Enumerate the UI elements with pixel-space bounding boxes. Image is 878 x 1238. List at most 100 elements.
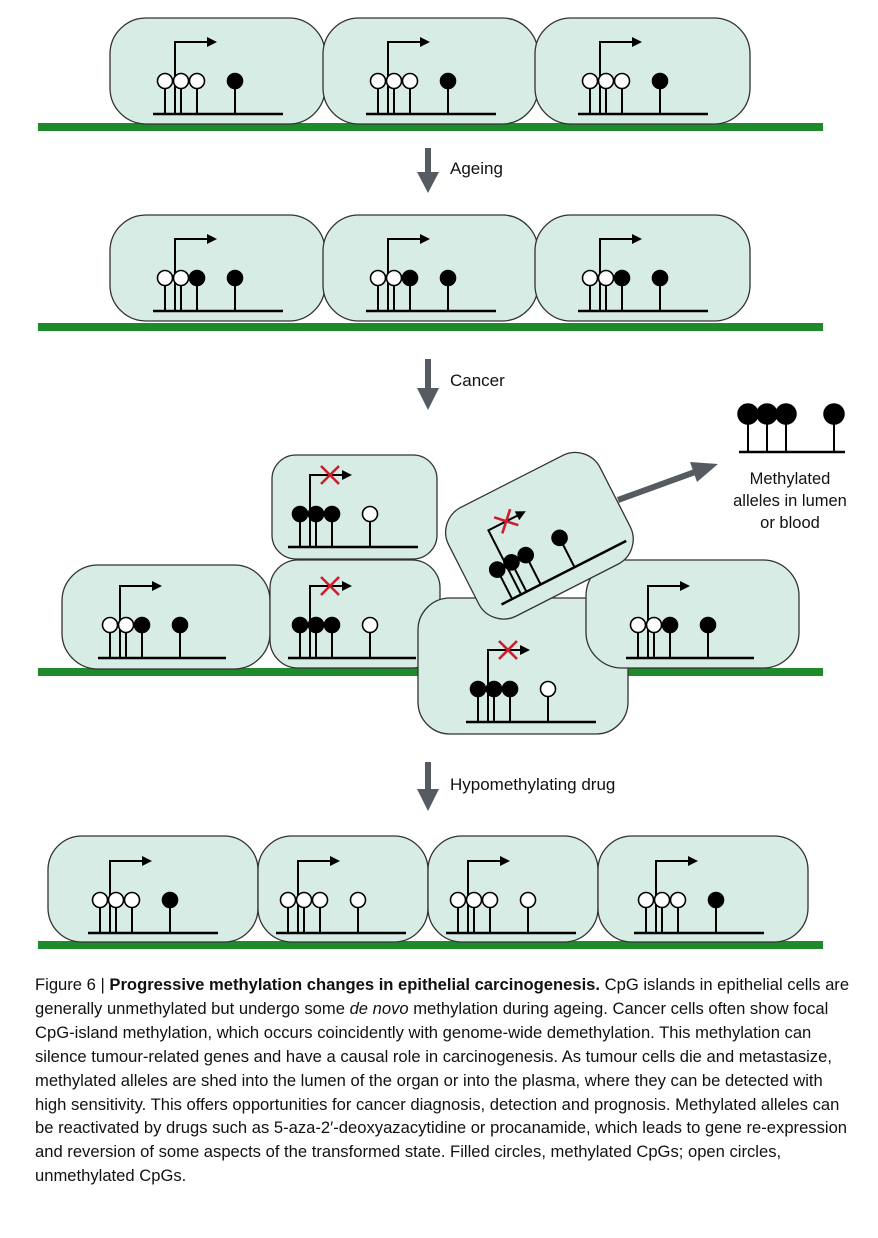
unmethylated-cpg-icon — [645, 616, 663, 658]
gene-locus — [276, 856, 406, 935]
silenced-x-icon — [498, 640, 518, 660]
transcription-start-arrow-icon — [309, 581, 352, 658]
methylated-cpg-icon — [226, 72, 244, 114]
methylated-cpg-icon — [291, 505, 309, 547]
unmethylated-cpg-icon — [385, 269, 403, 311]
methylated-cpg-icon — [699, 616, 717, 658]
methylated-cpg-icon — [291, 616, 309, 658]
drug-label: Hypomethylating drug — [450, 775, 615, 794]
methylated-cpg-icon — [737, 403, 759, 452]
cell-body — [597, 835, 809, 943]
cell-body — [109, 214, 326, 322]
epithelial-cell — [322, 17, 539, 125]
unmethylated-cpg-icon — [481, 891, 499, 933]
unmethylated-cpg-icon — [361, 616, 379, 658]
lumen-label-line1: Methylated — [750, 470, 831, 488]
epithelial-cell — [271, 454, 438, 560]
lumen-label-line2: alleles in lumen — [733, 492, 847, 510]
unmethylated-cpg-icon — [613, 72, 631, 114]
unmethylated-cpg-icon — [156, 269, 174, 311]
unmethylated-cpg-icon — [669, 891, 687, 933]
ageing-label: Ageing — [450, 159, 503, 178]
gene-locus — [487, 508, 627, 606]
unmethylated-cpg-icon — [91, 891, 109, 933]
transcription-start-arrow-icon — [599, 234, 642, 311]
epithelial-cell — [597, 835, 809, 943]
unmethylated-cpg-icon — [519, 891, 537, 933]
methylated-cpg-icon — [501, 680, 519, 722]
unmethylated-cpg-icon — [637, 891, 655, 933]
unmethylated-cpg-icon — [369, 72, 387, 114]
epithelial-cell — [109, 214, 326, 322]
gene-locus — [88, 856, 218, 935]
methylated-cpg-icon — [488, 561, 514, 600]
gene-locus — [578, 234, 708, 313]
transcription-start-arrow-icon — [387, 37, 430, 114]
row-aged — [38, 214, 823, 331]
epithelial-cell — [534, 214, 751, 322]
methylated-cpg-icon — [161, 891, 179, 933]
gene-locus — [153, 37, 283, 116]
caption-text: CpG islands in epithelial cells are gene… — [35, 975, 850, 1018]
gene-locus — [626, 581, 754, 660]
methylated-cpg-icon — [226, 269, 244, 311]
down-arrow-icon — [417, 762, 439, 811]
drug-step: Hypomethylating drug — [417, 762, 615, 811]
gene-locus — [366, 234, 496, 313]
gene-locus — [634, 856, 764, 935]
down-arrow-icon — [417, 148, 439, 193]
cell-body — [585, 559, 800, 669]
gene-locus — [366, 37, 496, 116]
row-normal — [38, 17, 823, 131]
cell-body — [445, 451, 634, 620]
gene-locus — [466, 640, 596, 724]
transcription-start-arrow-icon — [174, 234, 217, 311]
unmethylated-cpg-icon — [349, 891, 367, 933]
transcription-start-arrow-icon — [297, 856, 340, 933]
unmethylated-cpg-icon — [653, 891, 671, 933]
transcription-start-arrow-icon — [467, 856, 510, 933]
unmethylated-cpg-icon — [117, 616, 135, 658]
down-arrow-icon — [417, 359, 439, 410]
methylated-cpg-icon — [707, 891, 725, 933]
cell-body — [322, 214, 539, 322]
methylated-cpg-icon — [171, 616, 189, 658]
caption-title: Progressive methylation changes in epith… — [109, 975, 601, 994]
epithelial-cell — [47, 835, 259, 943]
epithelial-cell — [257, 835, 429, 943]
methylated-cpg-icon — [307, 616, 325, 658]
unmethylated-cpg-icon — [385, 72, 403, 114]
gene-locus — [288, 576, 416, 660]
transcription-start-arrow-icon — [174, 37, 217, 114]
methylated-cpg-icon — [401, 269, 419, 311]
cell-body — [47, 835, 259, 943]
cell-body — [427, 835, 599, 943]
transcription-start-arrow-icon — [487, 645, 530, 722]
figure-number: Figure 6 | — [35, 975, 110, 994]
shedding-arrow-icon — [616, 462, 718, 503]
unmethylated-cpg-icon — [311, 891, 329, 933]
methylated-cpg-icon — [756, 403, 778, 452]
unmethylated-cpg-icon — [629, 616, 647, 658]
cell-body — [61, 564, 271, 670]
methylated-cpg-icon — [188, 269, 206, 311]
unmethylated-cpg-icon — [581, 72, 599, 114]
figure-caption: Figure 6 | Progressive methylation chang… — [35, 973, 855, 1188]
methylated-cpg-icon — [775, 403, 797, 452]
epithelial-cell — [585, 559, 800, 669]
gene-locus — [288, 465, 418, 549]
methylated-cpg-icon — [651, 269, 669, 311]
cell-body — [534, 214, 751, 322]
methylated-cpg-icon — [323, 616, 341, 658]
methylated-cpg-icon — [469, 680, 487, 722]
silenced-x-icon — [493, 508, 519, 534]
unmethylated-cpg-icon — [123, 891, 141, 933]
transcription-start-arrow-icon — [647, 581, 690, 658]
unmethylated-cpg-icon — [465, 891, 483, 933]
methylated-cpg-icon — [439, 269, 457, 311]
epithelial-cell — [109, 17, 326, 125]
basement-membrane — [38, 323, 823, 331]
transcription-start-arrow-icon — [387, 234, 430, 311]
epithelial-cell — [322, 214, 539, 322]
methylated-cpg-icon — [485, 680, 503, 722]
